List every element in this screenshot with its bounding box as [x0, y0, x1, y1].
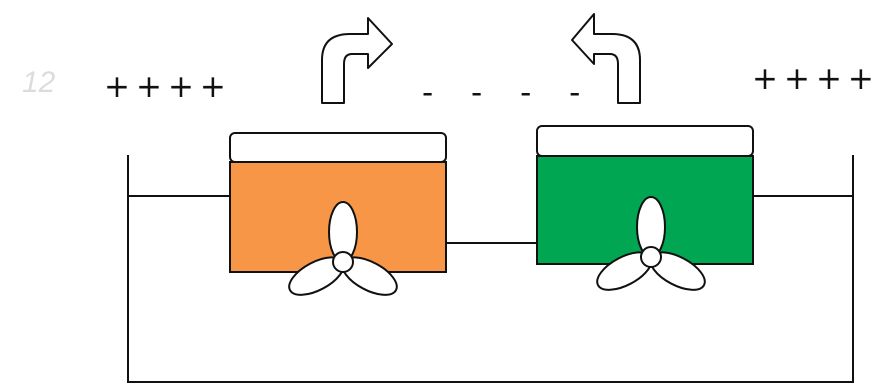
curved-arrow-left-icon: [571, 13, 641, 104]
wiring: [127, 155, 854, 383]
right-unit: [536, 125, 754, 265]
right-unit-cap: [536, 125, 754, 157]
positive-charges-left: ++++: [104, 69, 232, 105]
fan-icon: [288, 201, 398, 296]
fan-icon: [596, 196, 706, 291]
positive-charges-right: ++++: [752, 61, 880, 97]
page-number: 12: [22, 66, 56, 99]
curved-arrow-right-icon: [321, 17, 393, 104]
outer-loop-wire: [127, 155, 854, 383]
left-unit-cap: [229, 132, 447, 163]
negative-charges-middle: - - - -: [422, 75, 595, 111]
